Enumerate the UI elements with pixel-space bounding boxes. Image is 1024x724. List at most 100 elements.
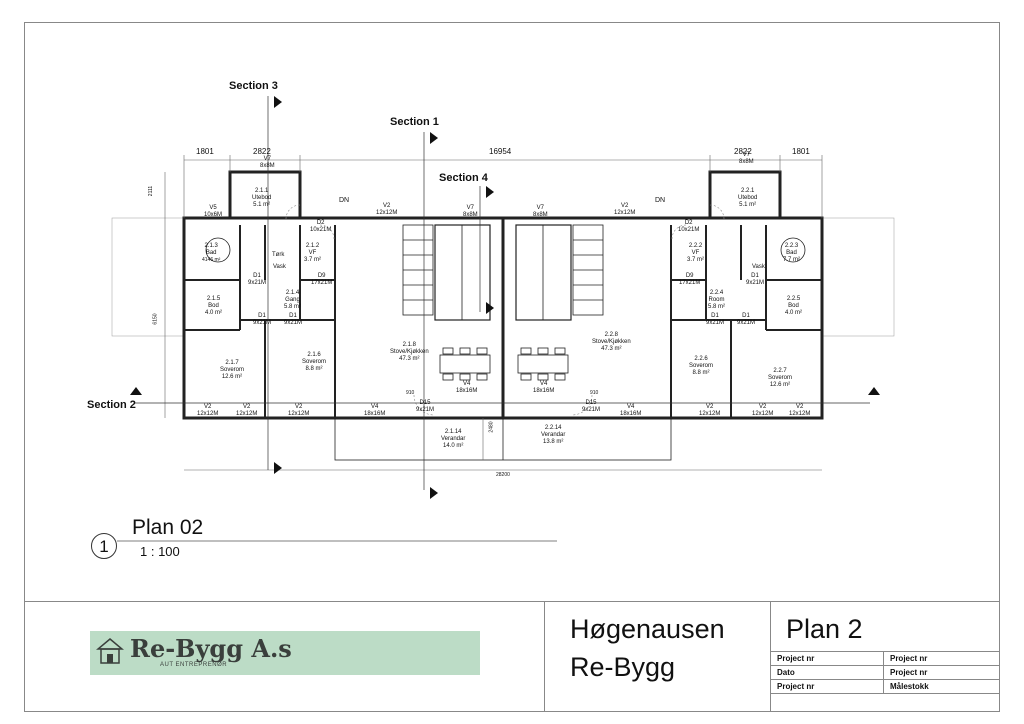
sheet-border xyxy=(24,22,1000,712)
dim-1801-left: 1801 xyxy=(196,147,214,156)
section-1-label: Section 1 xyxy=(390,116,439,128)
title-block-divider xyxy=(24,601,1000,602)
dim-1801-right: 1801 xyxy=(792,147,810,156)
title-row-label: Project nr xyxy=(770,651,884,666)
interior-walls-left xyxy=(184,225,336,418)
company-logo: Re-Bygg A.s AUT ENTREPRENØR xyxy=(90,631,480,675)
title-block-table: Project nr Project nr Dato Project nr Pr… xyxy=(770,651,1001,694)
left-terrace-hatch xyxy=(111,217,185,337)
left-utebod-wall xyxy=(228,170,302,220)
bath-fixture-left xyxy=(205,237,231,263)
dining-table-left xyxy=(439,347,491,381)
section-markers xyxy=(130,96,880,499)
floor-plan-drawing xyxy=(111,96,895,499)
interior-walls-right xyxy=(670,225,822,418)
title-block-vline-1 xyxy=(544,601,545,712)
company-subtitle: AUT ENTREPRENØR xyxy=(160,662,228,668)
view-scale: 1 : 100 xyxy=(140,544,180,559)
section-lines xyxy=(134,96,870,490)
label-tork: Tørk xyxy=(272,252,285,258)
door-swings xyxy=(285,204,725,416)
dining-table-right xyxy=(517,347,569,381)
company-name: Re-Bygg A.s xyxy=(130,634,292,663)
dim-910-right: 910 xyxy=(590,390,599,396)
section-4-label: Section 4 xyxy=(439,172,488,184)
title-row: Project nr Målestokk xyxy=(770,679,1001,694)
stair-dn-left: DN xyxy=(339,197,350,204)
label-vask-left: Vask xyxy=(273,264,286,270)
stair-right xyxy=(572,224,604,316)
view-number-bubble: 1 xyxy=(91,533,117,559)
stair-dn-right: DN xyxy=(655,197,666,204)
kitchen-counter-right xyxy=(515,224,572,321)
label-vask-right: Vask xyxy=(752,264,765,270)
dim-28200: 28200 xyxy=(496,472,510,478)
stair-left xyxy=(402,224,434,316)
dim-910-left: 910 xyxy=(406,390,415,396)
title-row-label: Dato xyxy=(770,665,884,680)
title-row-value: Project nr xyxy=(882,665,1001,680)
right-terrace-hatch xyxy=(821,217,895,337)
sheet-name: Plan 2 xyxy=(786,614,863,644)
title-row-label: Project nr xyxy=(770,679,884,694)
title-row: Project nr Project nr xyxy=(770,651,1001,666)
dim-16954: 16954 xyxy=(489,147,512,156)
dim-2111: 2111 xyxy=(148,185,155,197)
view-title-underline xyxy=(117,540,557,542)
dim-2822-left: 2822 xyxy=(253,147,271,156)
dim-6150: 6150 xyxy=(152,313,159,325)
bath-fixture-right xyxy=(780,237,806,263)
title-row-value: Project nr xyxy=(882,651,1001,666)
right-utebod-wall xyxy=(708,170,782,220)
house-emblem-icon xyxy=(96,638,124,664)
title-row: Dato Project nr xyxy=(770,665,1001,680)
view-title: Plan 02 xyxy=(132,516,204,539)
dim-2822-right: 2822 xyxy=(734,147,752,156)
kitchen-counter-left xyxy=(434,224,491,321)
title-row-value: Målestokk xyxy=(882,679,1001,694)
project-name: Høgenausen xyxy=(570,614,725,644)
dimension-lines xyxy=(164,155,823,471)
